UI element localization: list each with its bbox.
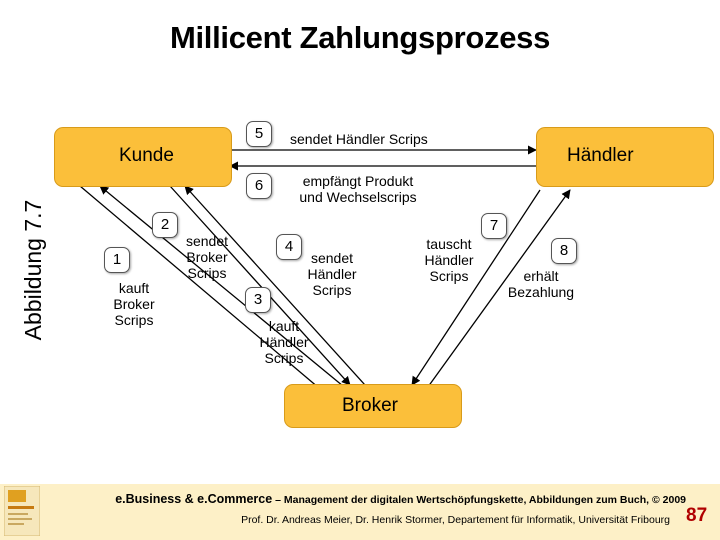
- node-haendler: Händler: [536, 127, 714, 187]
- footer-subtitle: – Management der digitalen Wertschöpfung…: [272, 494, 686, 506]
- book-logo-icon: [4, 486, 40, 536]
- step-3-label: kauft Händler Scrips: [259, 318, 309, 366]
- footer-course-title: e.Business & e.Commerce: [115, 492, 273, 506]
- step-5-label: sendet Händler Scrips: [290, 131, 428, 147]
- step-4-label: sendet Händler Scrips: [307, 250, 357, 298]
- node-kunde: Kunde: [54, 127, 232, 187]
- step-1-label: kauft Broker Scrips: [113, 280, 155, 328]
- step-6-label: empfängt Produkt und Wechselscrips: [299, 173, 417, 205]
- step-1-badge: 1: [104, 247, 130, 273]
- arrow-step-7: [411, 189, 541, 386]
- step-2-badge: 2: [152, 212, 178, 238]
- step-7-label: tauscht Händler Scrips: [424, 236, 474, 284]
- footer-line-1: e.Business & e.Commerce – Management der…: [0, 492, 686, 506]
- step-8-badge: 8: [551, 238, 577, 264]
- page-number: 87: [686, 505, 708, 526]
- arrow-step-3: [169, 185, 351, 386]
- step-7-badge: 7: [481, 213, 507, 239]
- footer-bar: [0, 484, 720, 540]
- arrow-step-2: [99, 185, 361, 401]
- step-8-label: erhält Bezahlung: [507, 268, 575, 300]
- step-4-badge: 4: [276, 234, 302, 260]
- step-6-badge: 6: [246, 173, 272, 199]
- page-title: Millicent Zahlungsprozess: [169, 20, 551, 55]
- footer-authors: Prof. Dr. Andreas Meier, Dr. Henrik Stor…: [241, 514, 670, 526]
- arrow-step-8: [419, 189, 571, 399]
- node-broker: Broker: [284, 384, 462, 428]
- step-5-badge: 5: [246, 121, 272, 147]
- arrow-step-4: [184, 185, 366, 386]
- node-broker-label: Broker: [342, 395, 398, 416]
- arrow-step-1: [79, 185, 346, 411]
- step-2-label: sendet Broker Scrips: [185, 233, 229, 281]
- step-3-badge: 3: [245, 287, 271, 313]
- node-haendler-label: Händler: [567, 145, 634, 166]
- node-kunde-label: Kunde: [119, 145, 174, 166]
